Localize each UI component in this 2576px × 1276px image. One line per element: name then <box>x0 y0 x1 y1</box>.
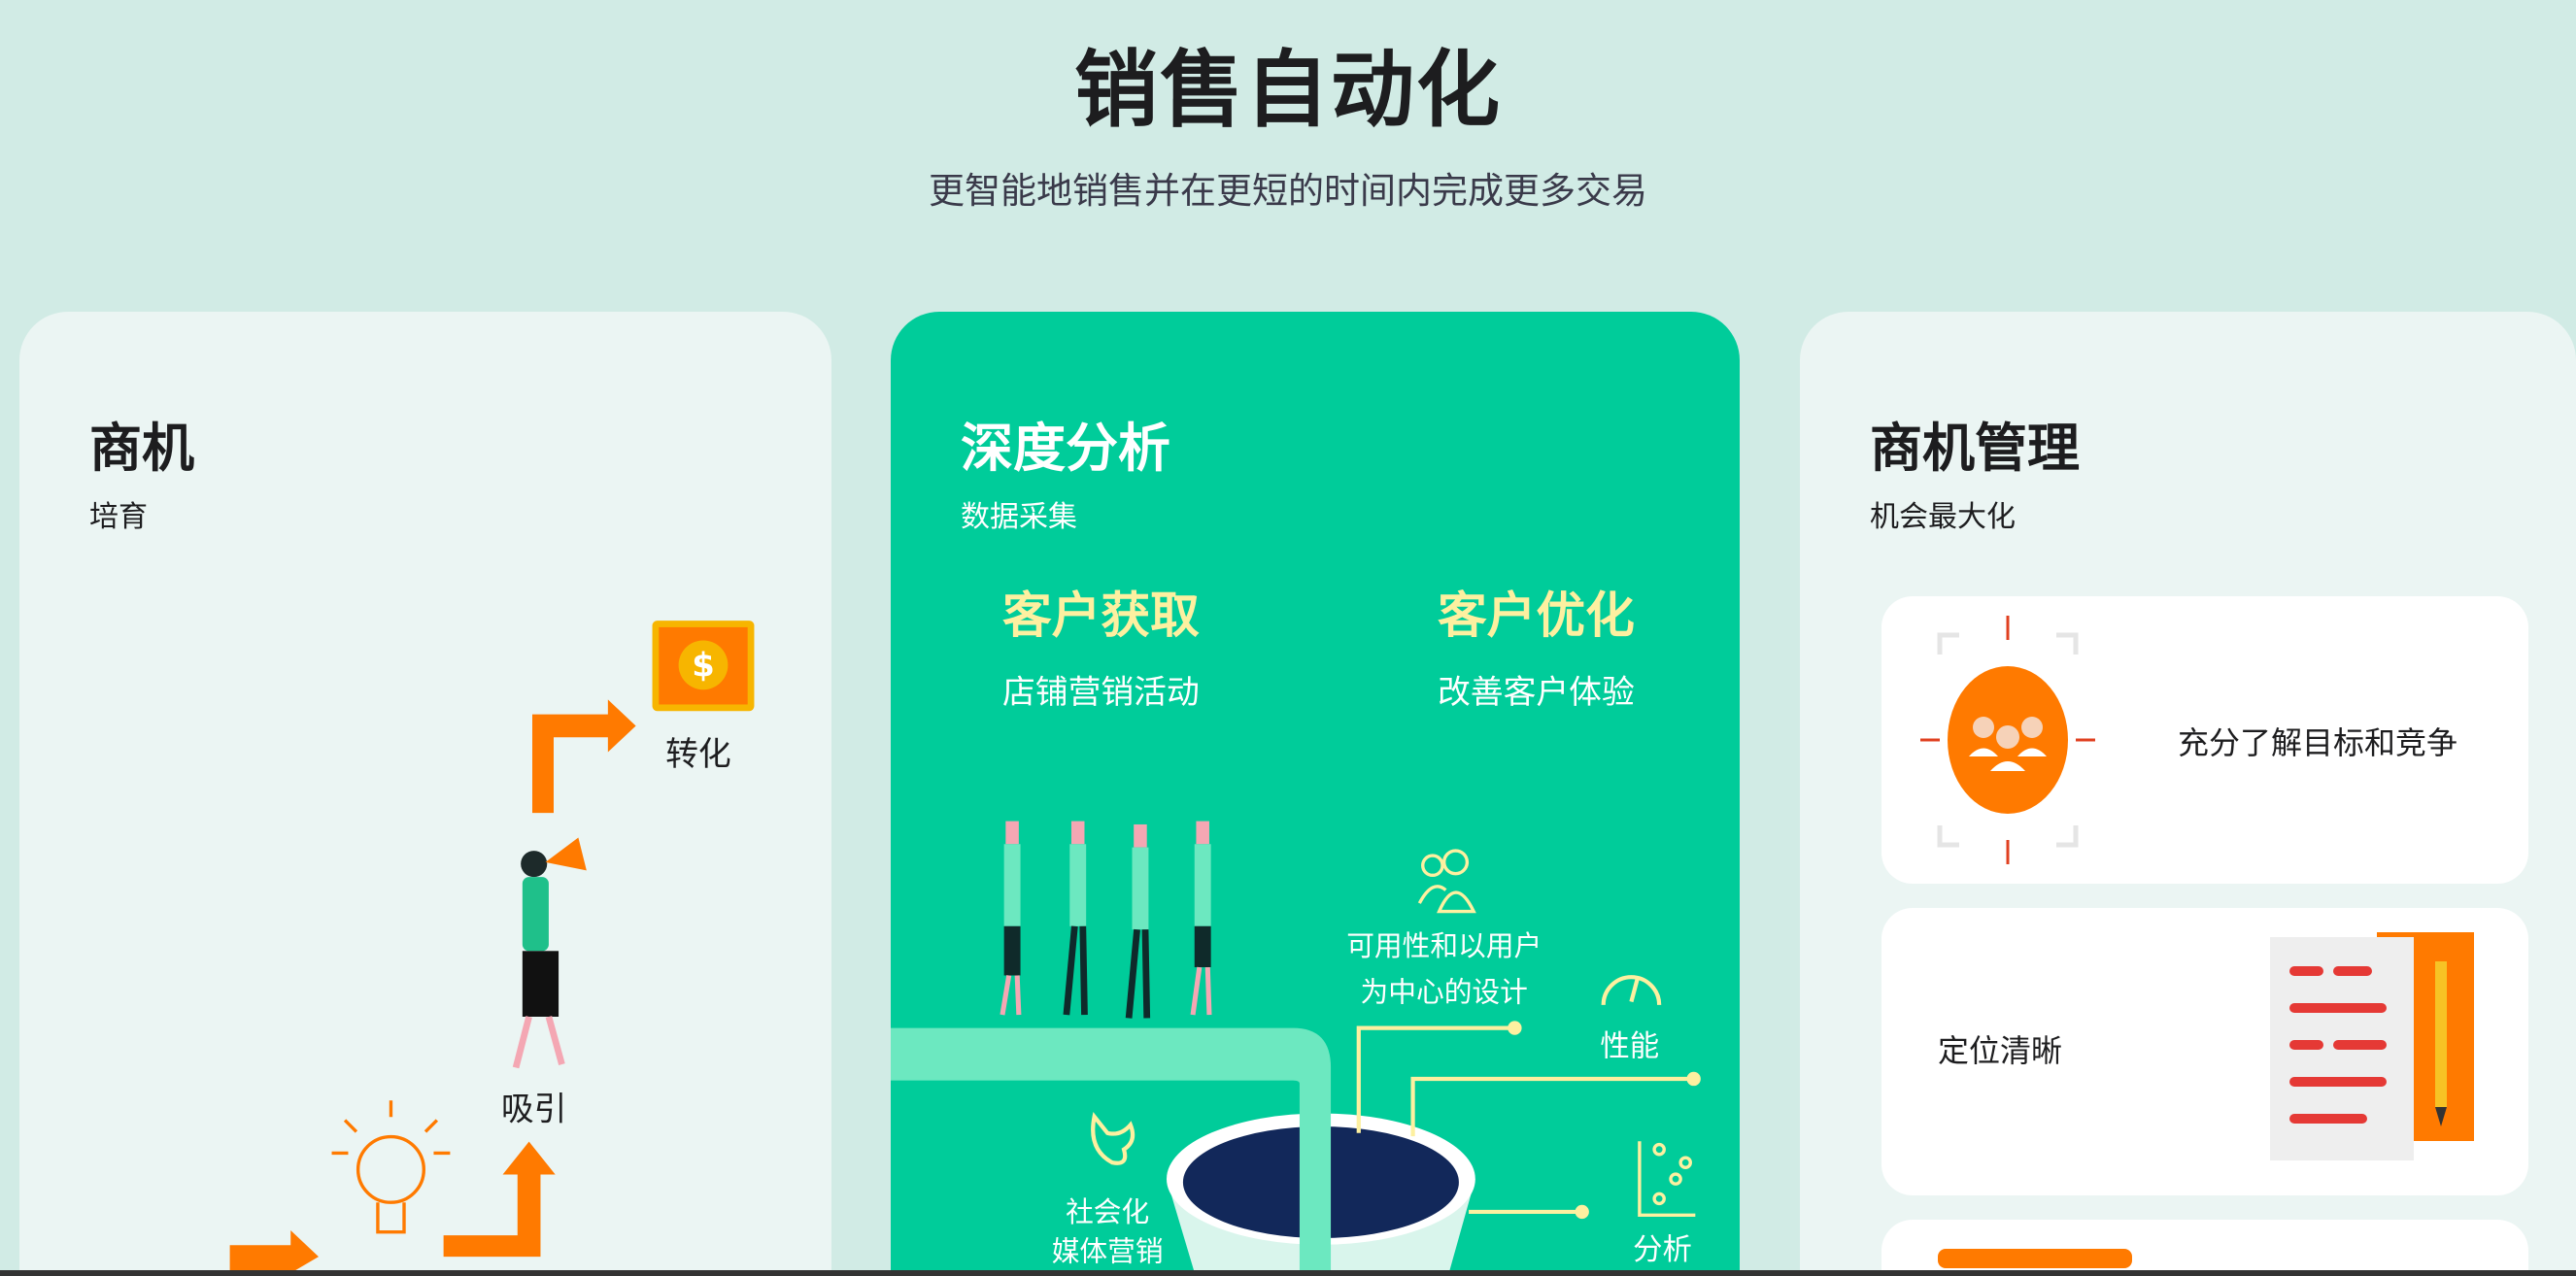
card-opportunity-management[interactable]: 商机管理 机会最大化 充分了解目标和竞争 定位清晰 <box>1800 312 2576 1276</box>
gauge-icon <box>1601 975 1662 1005</box>
people-walking-icon <box>1000 821 1212 1019</box>
window-edge <box>0 1270 2576 1276</box>
svg-text:$: $ <box>692 647 715 685</box>
column-heading: 客户优化 <box>1438 587 1635 644</box>
feature-text: 定位清晰 <box>1938 1032 2063 1069</box>
feature-item[interactable]: 充分了解目标和竞争 <box>1881 596 2528 884</box>
card-title: 深度分析 <box>961 418 1170 479</box>
feature-item[interactable] <box>1881 1220 2528 1276</box>
nurture-illustration: $ 吸引 转化 <box>229 621 755 1273</box>
arrow-icon <box>229 699 636 1273</box>
woman-megaphone-icon <box>512 837 587 1069</box>
usability-label: 可用性和以用户 <box>1346 929 1542 962</box>
document-icon <box>2270 932 2474 1160</box>
column-text: 店铺营销活动 <box>1002 673 1200 711</box>
connector-lines <box>1356 1021 1701 1220</box>
target-team-icon <box>1920 616 2095 864</box>
performance-label: 性能 <box>1600 1029 1659 1063</box>
feature-text: 充分了解目标和竞争 <box>2178 724 2458 761</box>
analysis-label: 分析 <box>1633 1233 1692 1267</box>
users-icon <box>1417 849 1476 914</box>
social-label: 媒体营销 <box>1052 1235 1164 1268</box>
page-title: 销售自动化 <box>1074 42 1502 139</box>
card-subtitle: 培育 <box>89 500 148 534</box>
card-subtitle: 机会最大化 <box>1870 500 2016 534</box>
lightbulb-icon <box>331 1100 451 1234</box>
convert-label: 转化 <box>665 735 731 773</box>
card-deep-analysis[interactable]: 客户获取 店铺营销活动 客户优化 改善客户体验 可用性和以用户 为中心的设计 <box>891 312 1740 1276</box>
analysis-chart-icon <box>1638 1141 1696 1217</box>
analysis-illustration: 客户获取 店铺营销活动 客户优化 改善客户体验 可用性和以用户 为中心的设计 <box>891 587 1701 1273</box>
usability-label: 为中心的设计 <box>1361 976 1528 1009</box>
money-icon: $ <box>652 621 755 712</box>
column-text: 改善客户体验 <box>1438 673 1635 711</box>
attract-label: 吸引 <box>501 1091 567 1128</box>
card-subtitle: 数据采集 <box>961 500 1077 534</box>
feature-item[interactable]: 定位清晰 <box>1881 908 2528 1195</box>
page-subtitle: 更智能地销售并在更短的时间内完成更多交易 <box>929 170 1647 212</box>
bird-icon <box>1091 1112 1135 1165</box>
card-title: 商机 <box>89 418 194 479</box>
feature-icon <box>1938 1249 2132 1268</box>
funnel-cup-icon <box>891 1027 1475 1273</box>
card-title: 商机管理 <box>1870 418 2080 479</box>
column-heading: 客户获取 <box>1002 587 1200 644</box>
card-opportunity[interactable]: $ 吸引 转化 商机 培育 <box>19 312 831 1276</box>
social-label: 社会化 <box>1066 1195 1149 1228</box>
